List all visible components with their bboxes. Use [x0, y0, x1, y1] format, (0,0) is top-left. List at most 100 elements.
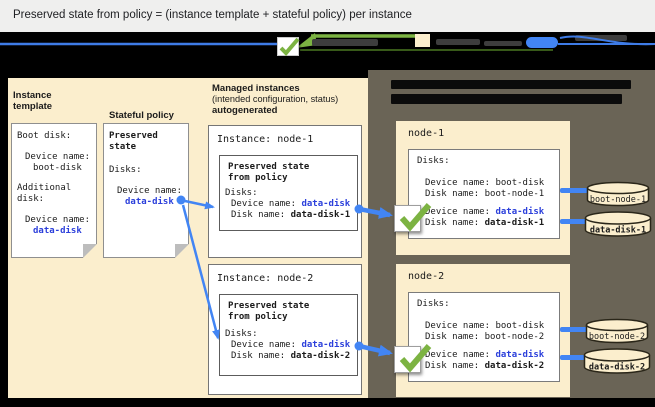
vm-node-2-box: node-2 Disks: Device name: boot-disk Dis…	[396, 264, 570, 397]
device-name-label: Device name:	[25, 152, 91, 162]
illegible-legend-text-2	[436, 39, 480, 45]
blue-disk-pill-icon	[526, 37, 558, 48]
legend-band-graphics	[0, 33, 655, 51]
legend-checkmark-box	[277, 37, 300, 56]
device-name-label: Device name:	[231, 340, 297, 350]
disks-label: Disks:	[109, 165, 142, 175]
boot-disk-row: Disk name: boot-node-2	[425, 332, 544, 343]
vm-node-1-box: node-1 Disks: Device name: boot-disk Dis…	[396, 121, 570, 255]
checkmark-icon	[279, 37, 300, 56]
disks-label: Disks:	[225, 188, 258, 198]
device-value: data-disk	[301, 199, 351, 209]
instance-template-label: Instance template	[13, 90, 53, 112]
data-disk-row: Disk name: data-disk-2	[425, 361, 544, 372]
disk-connector	[560, 327, 588, 332]
legend-band	[0, 32, 655, 70]
disk-name-label: Disk name:	[425, 332, 480, 342]
device-name-label: Device name:	[25, 215, 91, 225]
boot-device-value: boot-disk	[495, 321, 545, 331]
disk-name-label: Disk name:	[425, 189, 480, 199]
instance-title: Instance: node-2	[217, 273, 314, 284]
page-fold-icon	[175, 244, 189, 258]
legend-cream-swatch	[415, 34, 430, 47]
cylinder-label: data-disk-2	[589, 362, 645, 373]
boot-disk-value: boot-node-2	[484, 332, 545, 342]
device-name-label: Device name:	[425, 321, 491, 331]
illegible-legend-text-1	[312, 39, 378, 46]
additional-disk-heading: Additional disk:	[17, 183, 72, 204]
cylinder-label: boot-node-2	[589, 332, 645, 342]
boot-disk-cylinder: boot-node-2	[585, 318, 649, 344]
disks-box: Disks: Device name: boot-disk Disk name:…	[408, 149, 560, 239]
managed-instance-node-1-box: Instance: node-1 Preserved state from po…	[208, 125, 362, 258]
node-name: node-1	[408, 128, 445, 139]
disk-value: data-disk-2	[290, 351, 351, 361]
disks-label: Disks:	[225, 329, 258, 339]
boot-disk-value: boot-node-1	[484, 189, 545, 199]
device-name-label: Device name:	[231, 199, 297, 209]
data-device-value: data-disk	[33, 226, 82, 236]
checkmark-icon	[399, 344, 432, 373]
device-value: data-disk	[301, 340, 351, 350]
disk-value: data-disk-1	[290, 210, 351, 220]
disk-connector	[560, 355, 588, 360]
applied-checkmark-box	[394, 203, 432, 232]
disk-connector	[560, 219, 588, 224]
disk-row: Disk name: data-disk-2	[231, 351, 350, 362]
disk-row: Disk name: data-disk-1	[231, 210, 350, 221]
disk-name-label: Disk name:	[425, 361, 480, 371]
illegible-legend-text-3	[484, 41, 522, 46]
data-disk-cylinder: data-disk-1	[584, 211, 652, 237]
checkmark-icon	[399, 203, 432, 232]
diagram-title: Preserved state from policy = (instance …	[13, 9, 412, 21]
cylinder-label: data-disk-1	[590, 225, 646, 236]
device-name-label: Device name:	[425, 207, 491, 217]
disk-name-label: Disk name:	[231, 210, 286, 220]
preserved-state-box: Preserved state from policy Disks: Devic…	[219, 294, 358, 376]
data-device-row: Device name: data-disk	[425, 350, 544, 361]
preserved-state-heading: Preserved state	[109, 131, 158, 152]
managed-instances-subheading: (intended configuration, status)	[212, 94, 339, 104]
boot-device-value: boot-disk	[495, 178, 545, 188]
autogenerated-label: autogenerated	[212, 105, 278, 116]
preserved-state-from-policy-heading: Preserved state from policy	[228, 301, 310, 322]
vm-instances-panel: node-1 Disks: Device name: boot-disk Dis…	[368, 70, 655, 398]
boot-device-row: Device name: boot-disk	[425, 178, 544, 189]
data-disk-value: data-disk-2	[484, 361, 545, 371]
applied-checkmark-box	[394, 344, 432, 373]
device-name-label: Device name:	[117, 186, 183, 196]
disks-box: Disks: Device name: boot-disk Disk name:…	[408, 292, 560, 382]
disk-name-label: Disk name:	[425, 218, 480, 228]
stateful-policy-card: Preserved state Disks: Device name: data…	[103, 123, 189, 258]
illegible-panel-header-line-1	[391, 80, 631, 89]
illegible-panel-header-line-2	[391, 94, 622, 104]
managed-instance-node-2-box: Instance: node-2 Preserved state from po…	[208, 264, 362, 395]
managed-instances-heading: Managed instances	[212, 83, 300, 94]
data-device-row: Device name: data-disk	[425, 207, 544, 218]
data-device-value: data-disk	[125, 197, 174, 207]
instance-title: Instance: node-1	[217, 134, 314, 145]
device-name-label: Device name:	[425, 178, 491, 188]
disk-connector	[560, 188, 588, 193]
boot-device-row: Device name: boot-disk	[425, 321, 544, 332]
page-fold-icon	[83, 244, 97, 258]
preserved-state-from-policy-heading: Preserved state from policy	[228, 162, 310, 183]
illegible-legend-text-4	[575, 35, 627, 41]
data-disk-cylinder: data-disk-2	[583, 348, 651, 374]
stateful-policy-label: Stateful policy	[109, 110, 174, 121]
device-row: Device name: data-disk	[231, 199, 350, 210]
preserved-state-box: Preserved state from policy Disks: Devic…	[219, 155, 358, 231]
cylinder-label: boot-node-1	[590, 195, 646, 205]
mig-config-panel: Instance template Boot disk: Device name…	[8, 78, 368, 398]
node-name: node-2	[408, 271, 445, 282]
device-name-label: Device name:	[425, 350, 491, 360]
disks-label: Disks:	[417, 156, 450, 166]
boot-disk-cylinder: boot-node-1	[586, 181, 650, 207]
boot-disk-row: Disk name: boot-node-1	[425, 189, 544, 200]
disk-name-label: Disk name:	[231, 351, 286, 361]
data-device-value: data-disk	[495, 207, 545, 217]
diagram-title-bar: Preserved state from policy = (instance …	[0, 0, 655, 32]
data-disk-value: data-disk-1	[484, 218, 545, 228]
data-disk-row: Disk name: data-disk-1	[425, 218, 544, 229]
